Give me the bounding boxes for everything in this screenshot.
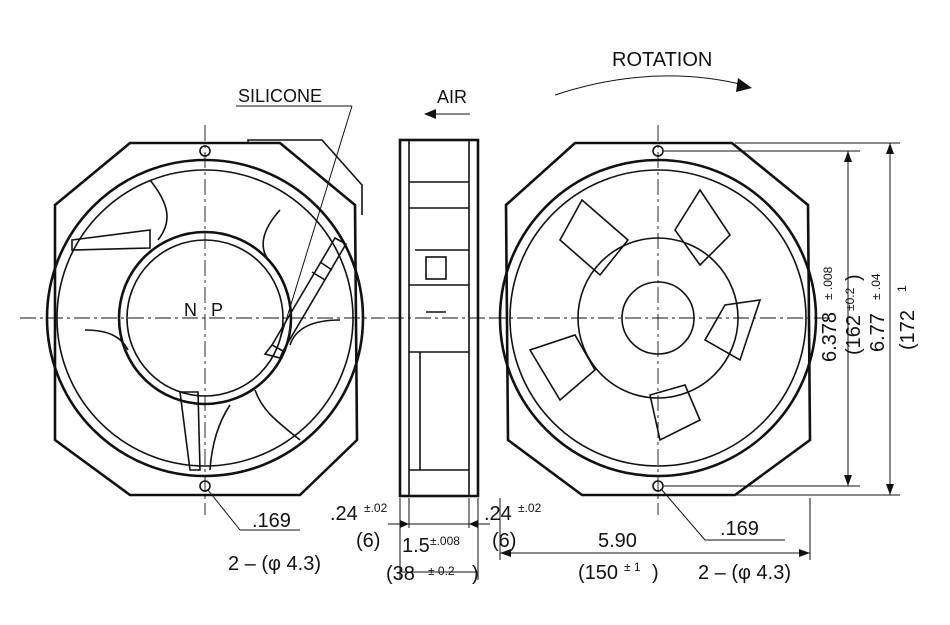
height-a-in: 6.378: [819, 312, 841, 362]
depth-dim-mm-close: ): [472, 563, 479, 585]
np-label-n: N: [184, 300, 197, 320]
height-b-mm-tol: 1: [895, 285, 909, 292]
flange-right-dim-mm: (6): [492, 530, 516, 552]
height-a-in-label: 6.378 ± .008: [819, 266, 841, 362]
hole-spacing-arrow-right: [799, 549, 810, 557]
silicone-label: SILICONE: [238, 86, 322, 106]
height-a-mm-tol: ±0.2: [843, 287, 857, 311]
front-hole-dim-in: .169: [252, 510, 291, 532]
flange-left-dim-in: .24: [330, 503, 358, 525]
height-b-arrow-top: [886, 143, 894, 154]
air-label: AIR: [437, 87, 467, 107]
front-view-strut-bottom: [179, 391, 201, 471]
front-view-blade: [84, 329, 129, 351]
rotation-arrow-arc: [554, 75, 749, 96]
front-hole-leader: [207, 489, 241, 531]
depth-dim-mm: (38: [386, 563, 415, 585]
front-hole-count: 2 – (φ 4.3): [228, 553, 321, 575]
front-view-blade: [289, 319, 341, 346]
lead-wire-bushing-band: [311, 261, 333, 281]
depth-dim-in: 1.5: [402, 535, 430, 557]
front-view-blade: [262, 209, 281, 263]
depth-dim-mm-tol: ± 0.2: [428, 564, 455, 578]
lead-wire-silicone-tip: [263, 344, 284, 359]
height-a-mm-close: ): [843, 274, 865, 281]
rear-view-blade: [528, 334, 597, 402]
hole-spacing-in: 5.90: [598, 530, 637, 552]
front-view-frame-outline: [53, 141, 359, 497]
rear-view-blade: [558, 198, 630, 277]
rear-hole-leader: [661, 489, 706, 541]
height-a-mm: (162: [843, 315, 865, 355]
hole-spacing-mm-close: ): [652, 562, 659, 584]
front-view-blade: [254, 389, 301, 441]
rear-view: ROTATION 6.378 ± .008: [490, 49, 919, 584]
hole-spacing-mm: (150: [578, 562, 618, 584]
hole-spacing-mm-tol: ± 1: [624, 560, 641, 574]
height-b-in: 6.77: [867, 313, 889, 352]
height-a-mm-label: (162 ±0.2 ): [843, 274, 865, 355]
flange-left-dim-mm: (6): [356, 530, 380, 552]
flange-left-dim-tol: ±.02: [364, 501, 388, 515]
rear-hole-dim-in: .169: [720, 518, 759, 540]
rear-view-blade: [703, 299, 762, 362]
depth-arrow-left: [400, 520, 409, 528]
silicone-leader: [279, 105, 353, 341]
rotation-arrow-head: [736, 78, 752, 92]
depth-dim-tol: ±.008: [430, 534, 460, 548]
front-view-strut-top: [71, 229, 151, 251]
front-view: N P: [20, 125, 385, 515]
height-b-in-label: 6.77 ± .04: [867, 273, 889, 352]
flange-right-dim-in: .24: [484, 503, 512, 525]
height-a-arrow-top: [844, 151, 852, 162]
front-view-blade: [209, 404, 231, 471]
flange-right-dim-tol: ±.02: [518, 501, 542, 515]
rear-view-blade: [674, 188, 732, 267]
air-arrow-head: [424, 109, 436, 119]
side-view: AIR .24 ±.02 (6) .24 ±.02 (6) 1.5: [330, 87, 542, 585]
rear-hole-count: 2 – (φ 4.3): [698, 562, 791, 584]
np-label-p: P: [211, 300, 223, 320]
height-b-mm: (172: [897, 310, 919, 350]
rear-view-blade: [649, 384, 702, 442]
height-a-arrow-bottom: [844, 475, 852, 486]
height-b-arrow-bottom: [886, 484, 894, 495]
silicone-callout: SILICONE: [236, 86, 353, 341]
height-a-tol: ± .008: [821, 266, 835, 300]
front-hole-callout: .169 2 – (φ 4.3): [207, 489, 321, 575]
side-view-terminal: [425, 256, 447, 280]
rotation-label: ROTATION: [612, 49, 712, 71]
front-view-frame-lug: [247, 139, 363, 215]
side-view-body: [398, 138, 480, 498]
hole-spacing-arrow-left: [500, 549, 511, 557]
depth-arrow-right: [469, 520, 478, 528]
front-view-blade: [149, 179, 168, 241]
height-b-mm-label: (172 1: [895, 285, 919, 350]
height-b-tol: ± .04: [869, 273, 883, 300]
lead-wire-bushing: [270, 236, 348, 353]
